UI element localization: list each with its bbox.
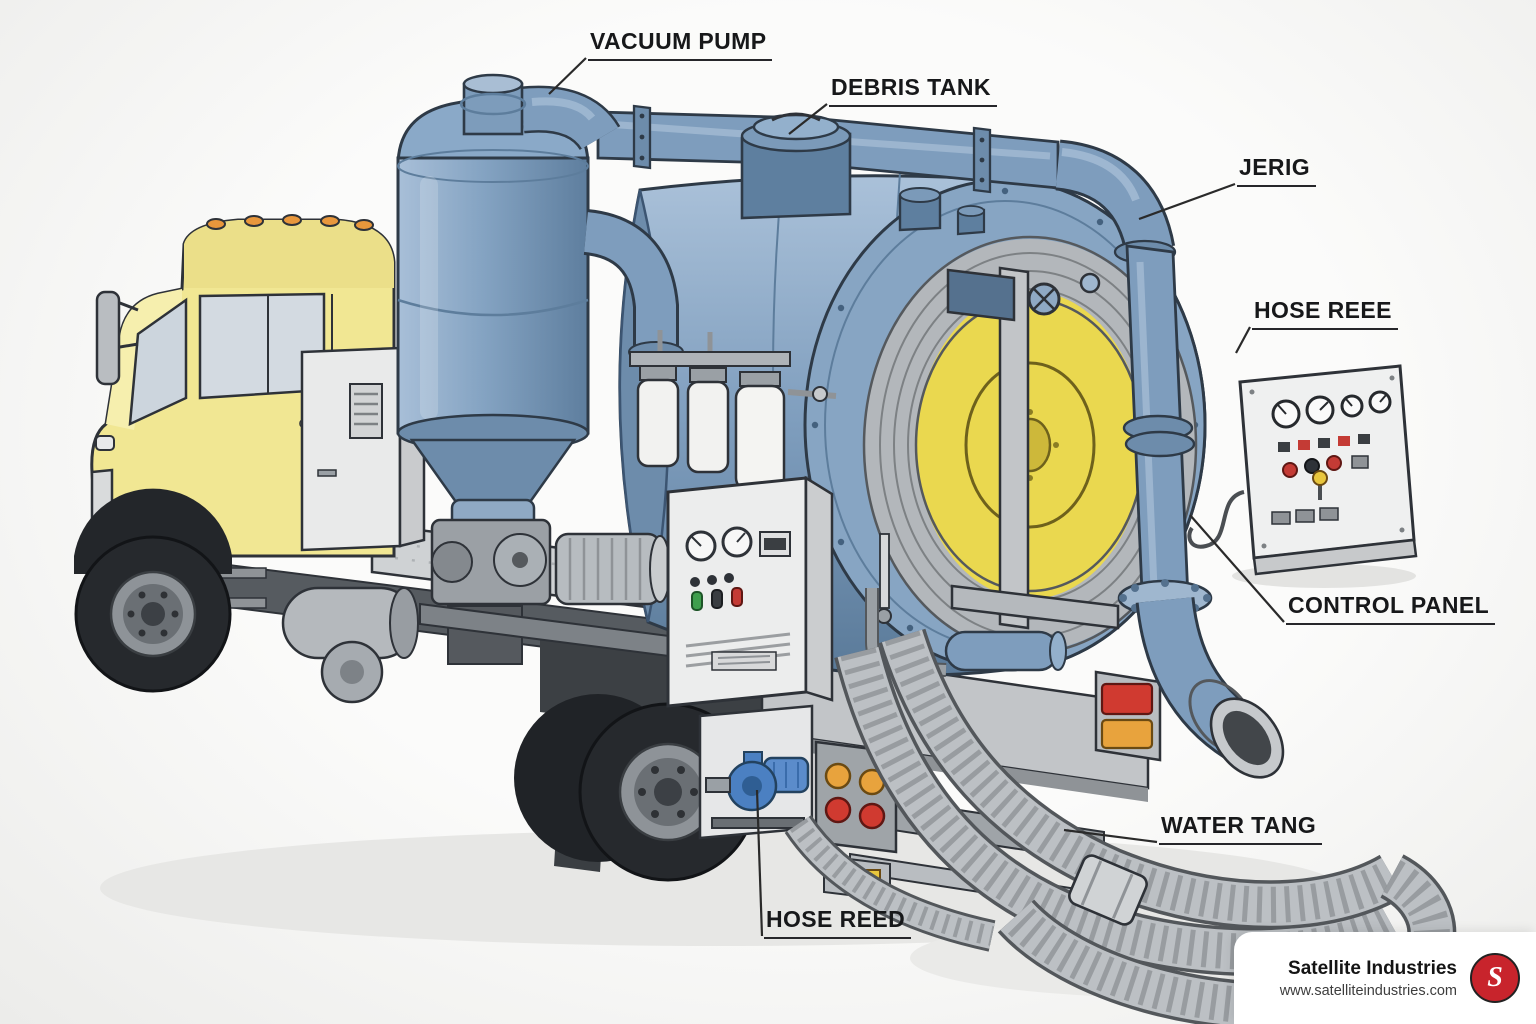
water-pump [698, 704, 814, 840]
label-debris-tank: DEBRIS TANK [829, 74, 997, 107]
vacuum-pump-tank [396, 73, 684, 539]
remote-control-panel [1187, 364, 1418, 588]
satellite-logo-icon: S [1470, 953, 1520, 1003]
blower-assembly [419, 518, 719, 662]
truck-control-panel [666, 475, 834, 708]
hose-coupling [1068, 854, 1148, 926]
filter-canisters [629, 330, 837, 492]
front-wheel [74, 535, 232, 693]
windshield [128, 297, 188, 427]
headlight [95, 435, 115, 451]
logo-letter: S [1487, 962, 1503, 993]
label-water-tank: WATER TANG [1159, 812, 1323, 845]
label-hose-reel-bottom: HOSE REED [764, 906, 912, 939]
label-hose-reel-right: HOSE REEE [1252, 297, 1398, 330]
brand-card: Satellite Industries www.satelliteindust… [1234, 932, 1536, 1024]
lever-knob [1312, 470, 1328, 486]
reel-frame-bar [998, 266, 1030, 630]
side-mirror [95, 290, 121, 386]
indicator-light-red [731, 587, 743, 607]
brand-text: Satellite Industries www.satelliteindust… [1280, 958, 1457, 999]
jetting-pipe-assembly [1054, 139, 1285, 779]
label-vacuum-pump: VACUUM PUMP [588, 28, 773, 61]
label-jetting: JERIG [1237, 154, 1317, 187]
label-control-panel: CONTROL PANEL [1286, 592, 1496, 625]
company-website: www.satelliteindustries.com [1279, 982, 1457, 999]
tank-manhole [740, 112, 986, 236]
indicator-light-green [691, 591, 703, 611]
leader-lines [548, 57, 1285, 937]
tank-fittings [865, 268, 1101, 677]
company-name: Satellite Industries [1288, 957, 1457, 979]
